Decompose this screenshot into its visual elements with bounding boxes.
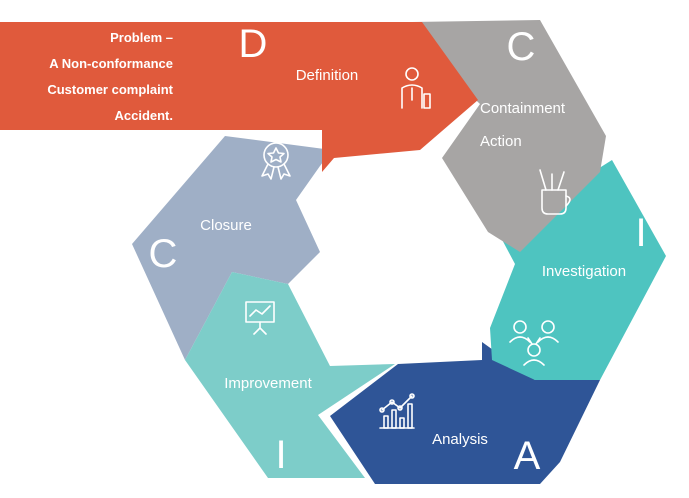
stage-label-definition: Definition (296, 67, 359, 84)
problem-line-4: Accident. (114, 108, 173, 123)
problem-line-1: Problem – (110, 30, 173, 45)
stage-label-containment-line-2: Action (480, 133, 522, 150)
pencil-cup-icon (539, 169, 571, 215)
stage-letter-closure: C (149, 232, 178, 276)
award-badge-icon (261, 142, 291, 180)
analysis-segment (330, 342, 600, 484)
stage-letter-investigation: I (635, 211, 646, 255)
stage-letter-containment: C (507, 25, 536, 69)
bar-chart-icon (379, 393, 415, 429)
stage-label-closure: Closure (200, 217, 252, 234)
improvement-segment (185, 272, 395, 478)
stage-letter-analysis: A (514, 434, 541, 478)
person-chart-icon (401, 67, 431, 109)
stage-label-analysis: Analysis (432, 431, 488, 448)
team-icon (509, 320, 559, 366)
problem-line-3: Customer complaint (47, 82, 173, 97)
stage-label-investigation: Investigation (542, 263, 626, 280)
stage-letter-definition: D (239, 22, 268, 66)
definition-segment (0, 22, 478, 172)
stage-label-improvement: Improvement (224, 375, 312, 392)
stage-letter-improvement: I (275, 433, 286, 477)
presentation-board-icon (245, 301, 275, 335)
closure-segment (132, 136, 332, 360)
problem-line-2: A Non-conformance (49, 56, 173, 71)
stage-label-containment-line-1: Containment (480, 100, 566, 117)
